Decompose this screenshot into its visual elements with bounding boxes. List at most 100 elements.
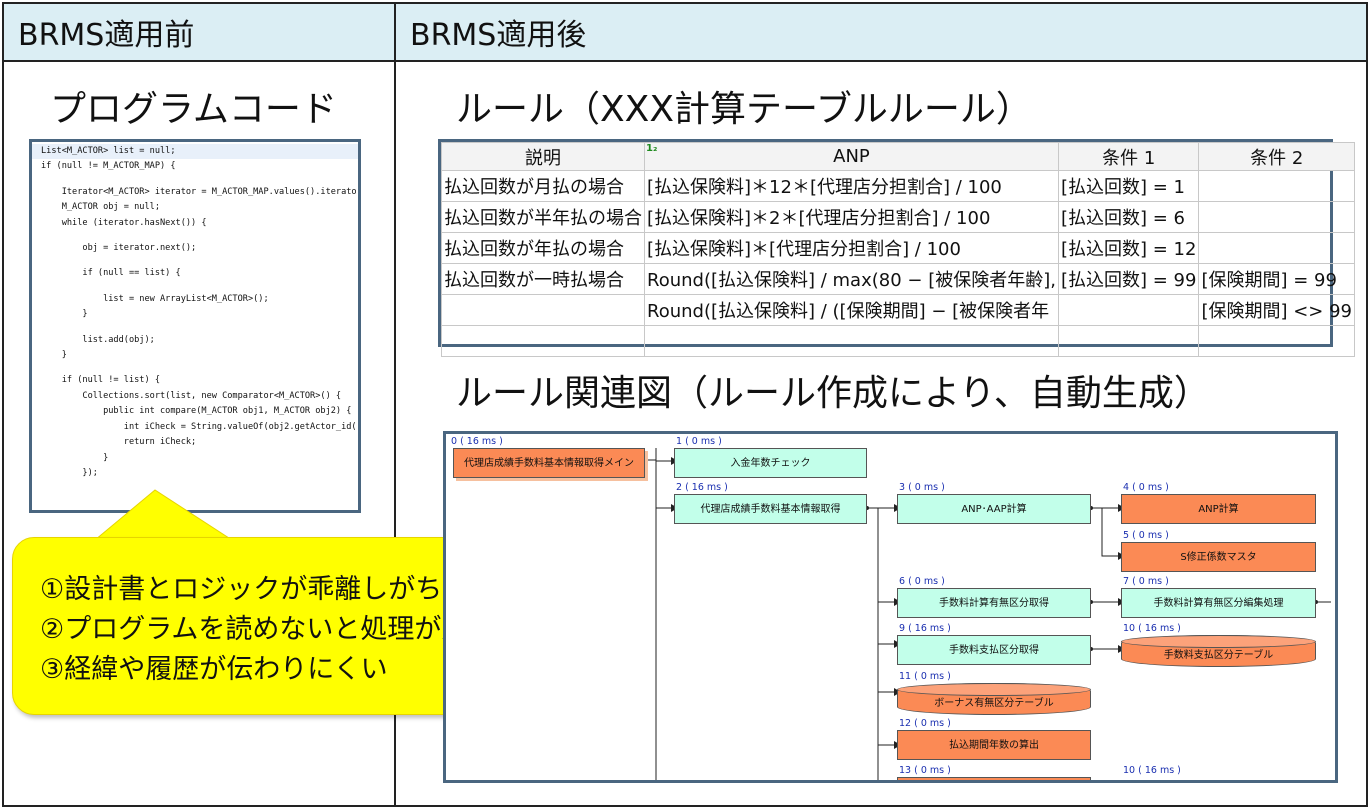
code-line: obj = iterator.next(); xyxy=(41,243,197,254)
code-line: Iterator<M_ACTOR> iterator = M_ACTOR_MAP… xyxy=(41,186,361,197)
node-label: 12 ( 0 ms ) xyxy=(899,718,951,729)
code-panel[interactable]: List<M_ACTOR> list = null;if (null != M_… xyxy=(29,139,361,513)
table-cell[interactable]: [払込保険料]＊[代理店分担割合] / 100 xyxy=(644,232,1059,264)
node-s-coefficient-master[interactable]: S修正係数マスタ xyxy=(1121,542,1316,572)
table-cell[interactable]: [保険期間] = 99 xyxy=(1198,263,1356,295)
node-label: 7 ( 0 ms ) xyxy=(1123,576,1169,587)
diagram-title: ルール関連図（ルール作成により、自動生成） xyxy=(456,373,1210,414)
node-payment-period[interactable]: 払込期間年数の算出 xyxy=(897,730,1091,760)
node-label: 10 ( 16 ms ) xyxy=(1123,765,1181,776)
code-line: if (null != M_ACTOR_MAP) { xyxy=(41,161,176,172)
table-cell[interactable]: [払込回数] = 1 xyxy=(1057,170,1200,202)
node-label: 6 ( 0 ms ) xyxy=(899,576,945,587)
table-cell[interactable]: [払込回数] = 12 xyxy=(1057,232,1200,264)
code-line: while (iterator.hasNext()) { xyxy=(41,217,207,228)
node-label: 1 ( 0 ms ) xyxy=(676,436,722,447)
callout-text: ①設計書とロジックが乖離しがち ②プログラムを読めないと処理が見えない ③経緯や… xyxy=(40,570,549,690)
node-label: 11 ( 0 ms ) xyxy=(899,671,951,682)
table-cell[interactable]: 払込回数が月払の場合 xyxy=(441,170,645,202)
table-row[interactable]: Round([払込保険料] / ([保険期間] − [被保険者年 [保険期間] … xyxy=(441,294,1356,326)
code-line: list.add(obj); xyxy=(41,334,155,345)
node-label: 3 ( 0 ms ) xyxy=(899,482,945,493)
code-line: public int compare(M_ACTOR obj1, M_ACTOR… xyxy=(41,406,352,417)
node-fee-payment-table[interactable]: 手数料支払区分テーブル xyxy=(1121,635,1316,667)
node-fee-info[interactable]: 代理店成績手数料基本情報取得 xyxy=(674,494,867,524)
table-cell[interactable] xyxy=(644,325,1059,357)
table-row[interactable]: 払込回数が一時払場合 Round([払込保険料] / max(80 − [被保険… xyxy=(441,263,1356,295)
code-listing: List<M_ACTOR> list = null;if (null != M_… xyxy=(32,142,358,481)
right-header: BRMS適用後 xyxy=(396,4,1366,62)
rule-diagram[interactable]: 0 ( 16 ms ) 代理店成績手数料基本情報取得メイン 1 ( 0 ms )… xyxy=(443,431,1338,783)
node-label: 4 ( 0 ms ) xyxy=(1123,482,1169,493)
column-divider xyxy=(394,2,396,807)
node-payment-year-check[interactable]: 入金年数チェック xyxy=(674,448,867,478)
connector-trunk-2 xyxy=(867,507,879,780)
table-cell[interactable]: [払込保険料]＊12＊[代理店分担割合] / 100 xyxy=(644,170,1059,202)
code-line: if (null != list) { xyxy=(41,375,160,386)
code-line: if (null == list) { xyxy=(41,268,181,279)
header-cell-anp[interactable]: 1₂ ANP xyxy=(644,142,1059,171)
code-line: List<M_ACTOR> list = null; xyxy=(32,144,358,160)
table-row[interactable]: 払込回数が年払の場合 [払込保険料]＊[代理店分担割合] / 100 [払込回数… xyxy=(441,232,1356,264)
code-line: Collections.sort(list, new Comparator<M_… xyxy=(41,390,342,401)
node-label: 0 ( 16 ms ) xyxy=(451,436,503,447)
table-cell[interactable]: [払込保険料]＊2＊[代理店分担割合] / 100 xyxy=(644,201,1059,233)
column-marker: 1₂ xyxy=(646,143,658,155)
table-cell[interactable]: [払込回数] = 6 xyxy=(1057,201,1200,233)
code-line: } xyxy=(41,350,67,361)
table-cell[interactable]: [保険期間] <> 99 xyxy=(1198,294,1356,326)
code-line: M_ACTOR obj = null; xyxy=(41,202,160,213)
callout-line-3: ③経緯や履歴が伝わりにくい xyxy=(40,654,388,685)
program-code-title: プログラムコード xyxy=(50,89,337,130)
node-label: 13 ( 0 ms ) xyxy=(899,765,951,776)
left-header: BRMS適用前 xyxy=(4,4,394,62)
table-cell[interactable]: 払込回数が年払の場合 xyxy=(441,232,645,264)
rule-table-panel: 説明 1₂ ANP 条件 1 条件 2 払込回数が月払の場合 [払込保険料]＊1… xyxy=(438,139,1356,357)
table-cell[interactable] xyxy=(1198,325,1356,357)
header-cell-condition-1[interactable]: 条件 1 xyxy=(1057,142,1200,171)
node-anp-calc[interactable]: ANP計算 xyxy=(1121,494,1316,524)
table-header-row: 説明 1₂ ANP 条件 1 条件 2 xyxy=(441,142,1356,171)
node-label: 5 ( 0 ms ) xyxy=(1123,530,1169,541)
table-cell[interactable] xyxy=(1057,294,1200,326)
node-fee-calc-flag[interactable]: 手数料計算有無区分取得 xyxy=(897,588,1091,618)
table-cell[interactable]: 払込回数が半年払の場合 xyxy=(441,201,645,233)
node-bonus-table[interactable]: ボーナス有無区分テーブル xyxy=(897,683,1091,715)
node-label: 9 ( 16 ms ) xyxy=(899,623,951,634)
code-line: int iCheck = String.valueOf(obj2.getActo… xyxy=(123,421,361,432)
node-label: 2 ( 16 ms ) xyxy=(676,482,728,493)
node-fee-calc-flag-edit[interactable]: 手数料計算有無区分編集処理 xyxy=(1121,588,1316,618)
callout-tail xyxy=(93,489,234,541)
node-main-rule[interactable]: 代理店成績手数料基本情報取得メイン xyxy=(453,448,645,478)
code-line: return iCheck; xyxy=(41,437,197,448)
node-label: 10 ( 16 ms ) xyxy=(1123,623,1181,634)
table-row[interactable] xyxy=(441,325,1356,357)
table-row[interactable]: 払込回数が月払の場合 [払込保険料]＊12＊[代理店分担割合] / 100 [払… xyxy=(441,170,1356,202)
rule-table: 説明 1₂ ANP 条件 1 条件 2 払込回数が月払の場合 [払込保険料]＊1… xyxy=(441,142,1356,357)
header-cell-condition-2[interactable]: 条件 2 xyxy=(1198,142,1356,171)
code-line: } xyxy=(41,309,88,320)
callout-line-1: ①設計書とロジックが乖離しがち xyxy=(40,574,443,605)
table-row[interactable]: 払込回数が半年払の場合 [払込保険料]＊2＊[代理店分担割合] / 100 [払… xyxy=(441,201,1356,233)
rule-title: ルール（XXX計算テーブルルール） xyxy=(456,89,1032,130)
code-line: } xyxy=(41,452,109,463)
table-cell[interactable]: Round([払込保険料] / max(80 − [被保険者年齢], xyxy=(644,263,1059,295)
header-cell-description[interactable]: 説明 xyxy=(441,142,645,171)
node-fee-payment-type[interactable]: 手数料支払区分取得 xyxy=(897,635,1091,665)
table-cell[interactable] xyxy=(1198,232,1356,264)
node-anp-aap-calc[interactable]: ANP･AAP計算 xyxy=(897,494,1091,524)
table-cell[interactable]: Round([払込保険料] / ([保険期間] − [被保険者年 xyxy=(644,294,1059,326)
connector-main-trunk xyxy=(642,448,657,780)
code-line: list = new ArrayList<M_ACTOR>(); xyxy=(41,293,269,304)
table-cell[interactable] xyxy=(1198,201,1356,233)
node-partial[interactable] xyxy=(897,777,1091,780)
connector-to-node-5 xyxy=(1101,508,1118,557)
table-cell[interactable]: 払込回数が一時払場合 xyxy=(441,263,645,295)
code-line: }); xyxy=(41,467,98,478)
table-cell[interactable] xyxy=(441,325,645,357)
table-cell[interactable] xyxy=(441,294,645,326)
table-cell[interactable]: [払込回数] = 99 xyxy=(1057,263,1200,295)
table-cell[interactable] xyxy=(1198,170,1356,202)
table-cell[interactable] xyxy=(1057,325,1200,357)
